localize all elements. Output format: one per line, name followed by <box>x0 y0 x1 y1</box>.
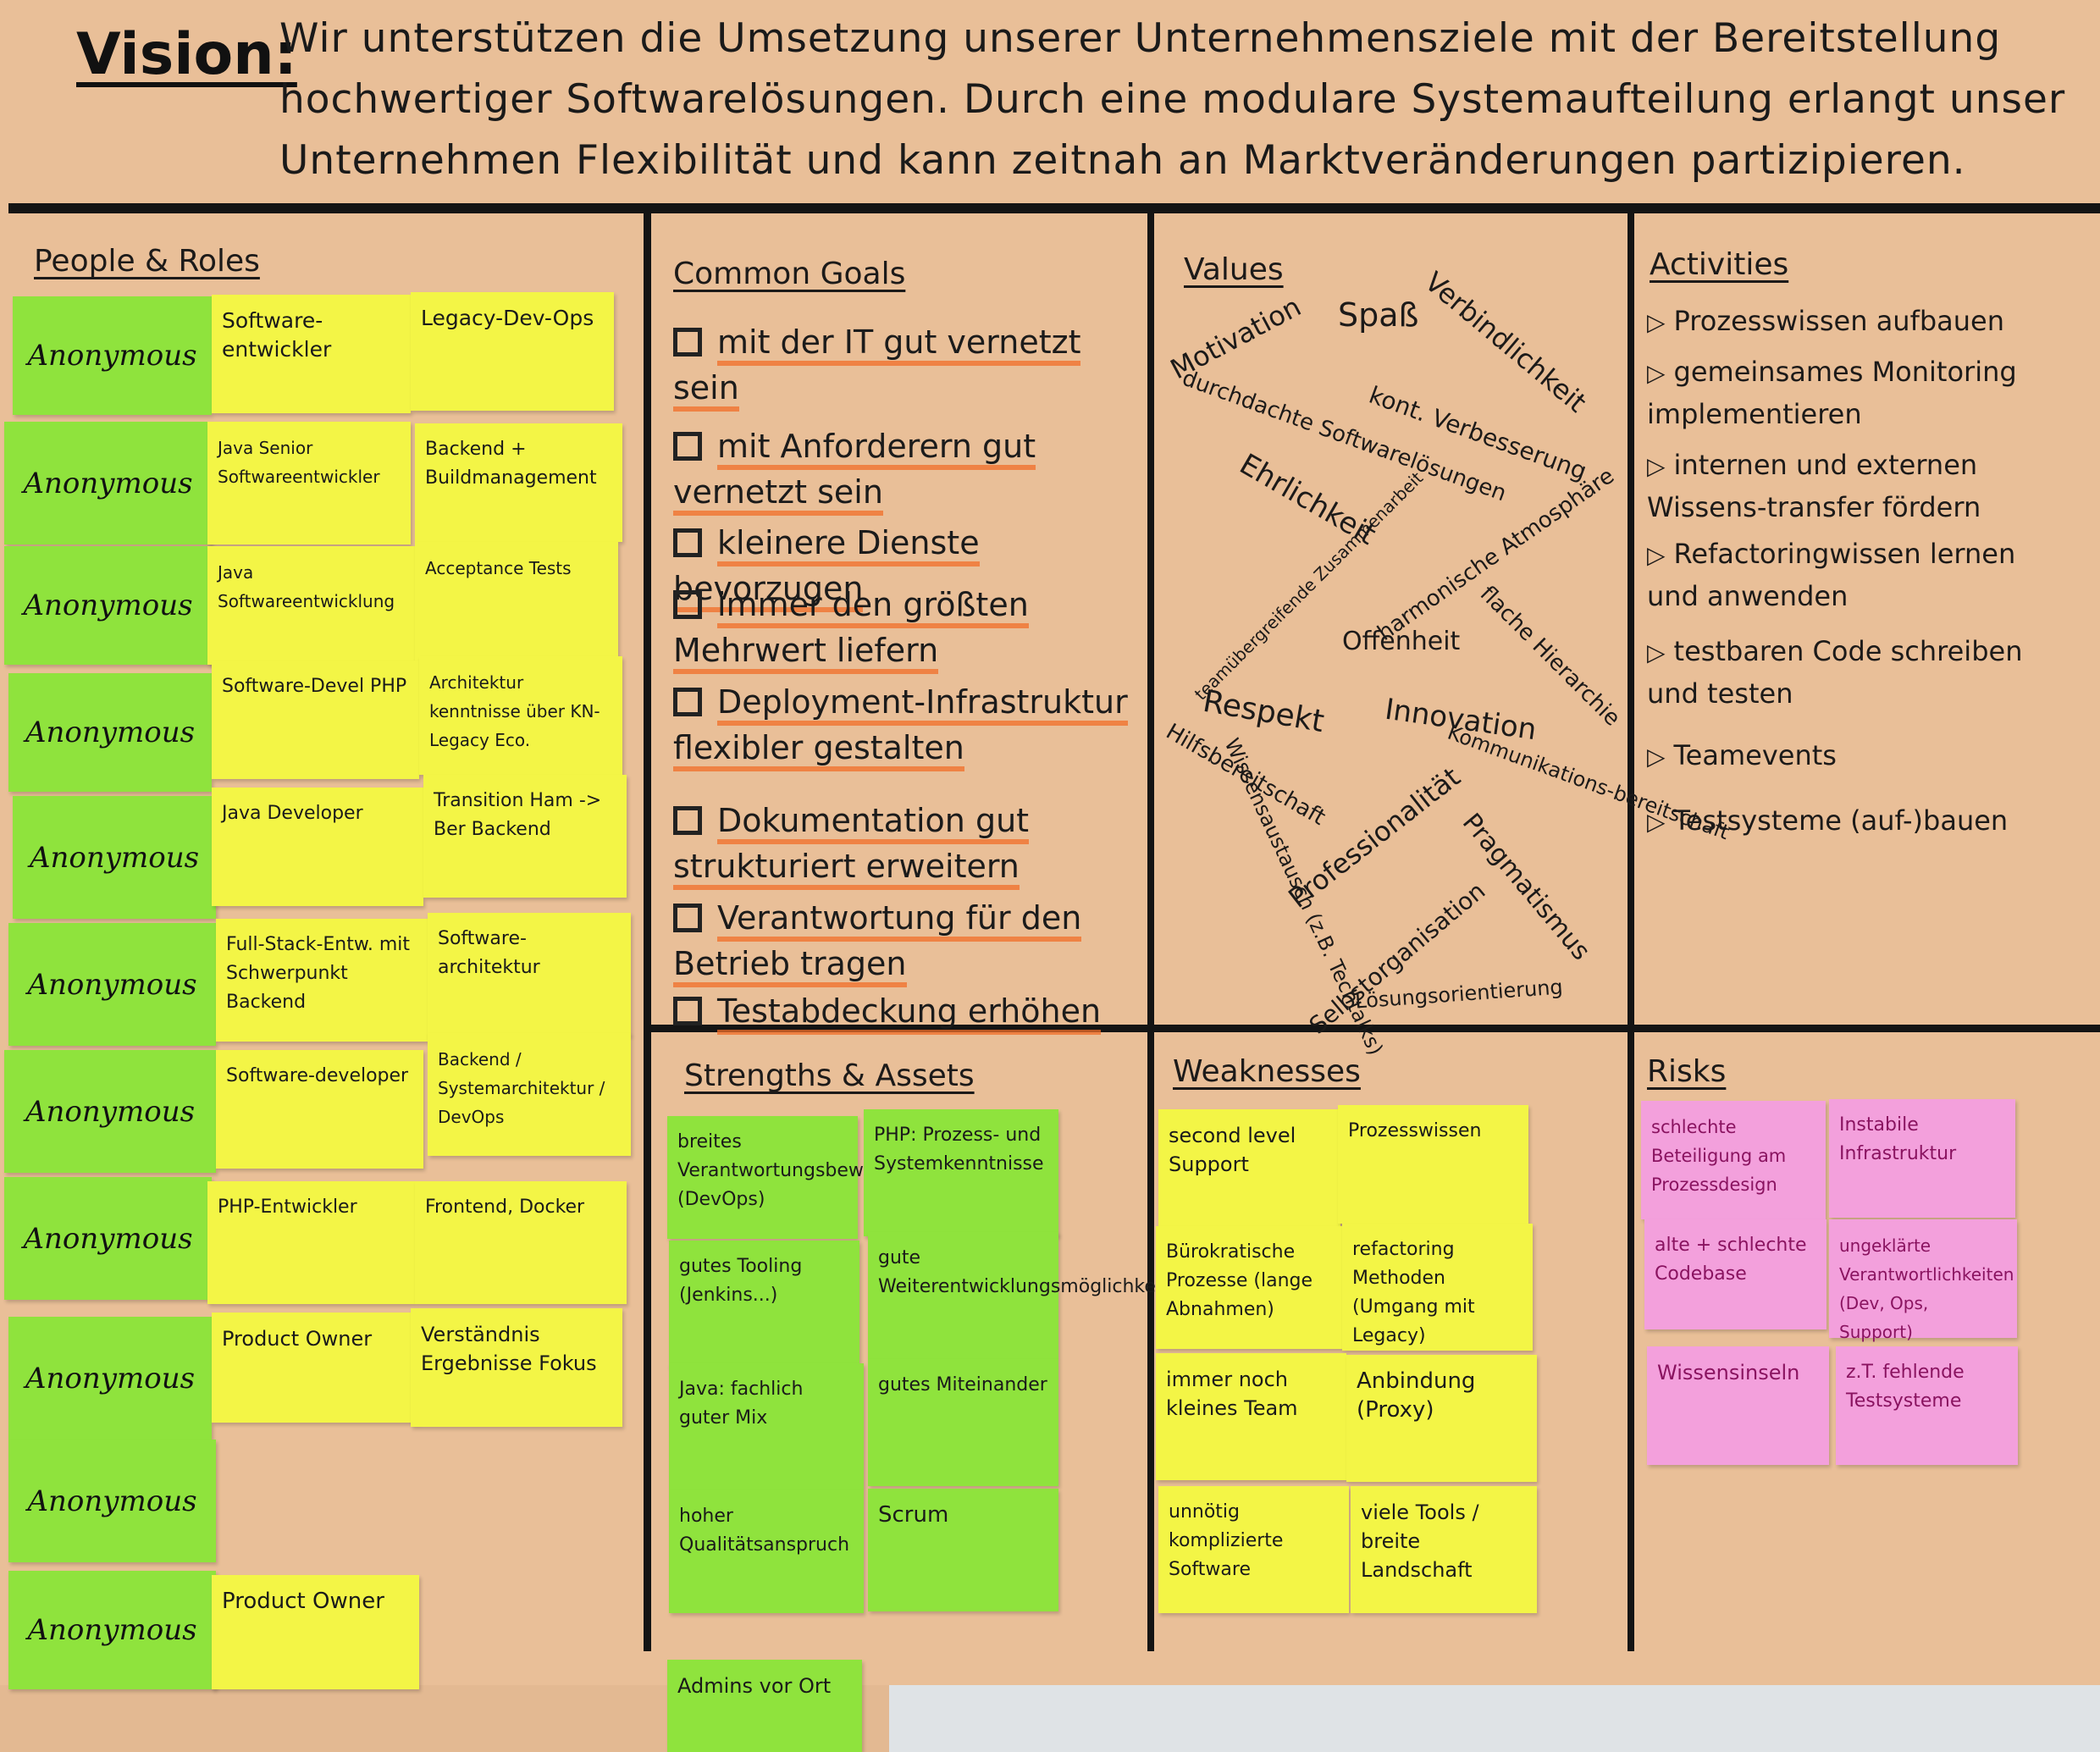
heading-activities: Activities <box>1650 247 1789 282</box>
strength-note: gute Weiterentwicklungsmöglichkeiten <box>868 1232 1191 1359</box>
weakness-note: second level Support <box>1158 1109 1340 1228</box>
vision-text: Wir unterstützen die Umsetzung unserer U… <box>279 15 2066 184</box>
risk-note: z.T. fehlende Testsysteme <box>1836 1346 2018 1465</box>
heading-values: Values <box>1184 252 1284 287</box>
goal-item[interactable]: kleinere Dienste bevorzugen <box>673 518 1147 612</box>
triangle-bullet-icon: ▷ <box>1647 743 1666 771</box>
weakness-note: Anbindung (Proxy) <box>1346 1355 1537 1482</box>
heading-common-goals: Common Goals <box>673 257 906 291</box>
weakness-note: refactoring Methoden (Umgang mit Legacy) <box>1342 1224 1533 1351</box>
role-note: Backend / Systemarchitektur / DevOps <box>428 1033 631 1156</box>
risk-note: schlechte Beteiligung am Prozessdesign <box>1641 1101 1826 1219</box>
checkbox-icon[interactable] <box>673 996 702 1025</box>
role-note: Legacy-Dev-Ops <box>411 292 614 411</box>
activity-item: ▷Prozesswissen aufbauen <box>1647 301 2070 343</box>
triangle-bullet-icon: ▷ <box>1647 808 1666 836</box>
role-note: Product Owner <box>212 1313 419 1423</box>
divider-vertical-3 <box>1628 212 1634 1651</box>
activity-item: ▷internen und externen Wissens-transfer … <box>1647 445 2070 528</box>
checkbox-icon[interactable] <box>673 431 702 461</box>
role-note: Software-developer <box>216 1050 423 1169</box>
divider-vertical-1 <box>644 212 651 1651</box>
role-note: Java Developer <box>212 788 423 906</box>
strength-note: hoher Qualitätsanspruch <box>669 1490 864 1613</box>
triangle-bullet-icon: ▷ <box>1647 638 1666 666</box>
person-name: Anonymous <box>4 1177 212 1300</box>
activity-item: ▷gemeinsames Monitoring implementieren <box>1647 351 2070 434</box>
strength-note: PHP: Prozess- und Systemkenntnisse <box>864 1109 1058 1236</box>
heading-risks: Risks <box>1647 1054 1727 1089</box>
person-name: Anonymous <box>8 673 212 792</box>
role-note: Transition Ham -> Ber Backend <box>423 775 627 898</box>
strength-note: gutes Miteinander <box>868 1359 1058 1486</box>
strength-note: Scrum <box>868 1489 1058 1611</box>
triangle-bullet-icon: ▷ <box>1647 452 1666 480</box>
goal-item[interactable]: mit Anforderern gut vernetzt sein <box>673 422 1147 516</box>
checkbox-icon[interactable] <box>673 805 702 835</box>
risk-note: Wissensinseln <box>1647 1346 1829 1465</box>
role-note: Java Senior Softwareentwickler <box>207 422 411 544</box>
checkbox-icon[interactable] <box>673 903 702 932</box>
risk-note: Instabile Infrastruktur <box>1829 1099 2015 1218</box>
activity-item: ▷Testsysteme (auf-)bauen <box>1647 800 2070 843</box>
risk-note: ungeklärte Verantwortlichkeiten (Dev, Op… <box>1829 1219 2017 1342</box>
value-word: Spaß <box>1338 296 1419 334</box>
triangle-bullet-icon: ▷ <box>1647 308 1666 336</box>
heading-people-roles: People & Roles <box>34 244 260 279</box>
weakness-note: Bürokratische Prozesse (lange Abnahmen) <box>1156 1226 1342 1349</box>
activity-item: ▷testbaren Code schreiben und testen <box>1647 631 2070 714</box>
risk-note: alte + schlechte Codebase <box>1644 1219 1826 1329</box>
role-note: Verständnis Ergebnisse Fokus <box>411 1308 622 1427</box>
goal-item[interactable]: Dokumentation gut strukturiert erweitern <box>673 796 1147 890</box>
person-name: Anonymous <box>8 1317 212 1440</box>
person-name: Anonymous <box>8 1440 216 1562</box>
goal-item[interactable]: Deployment-Infrastruktur flexibler gesta… <box>673 677 1147 771</box>
person-name: Anonymous <box>13 296 212 415</box>
person-name: Anonymous <box>4 1050 216 1173</box>
checkbox-icon[interactable] <box>673 687 702 716</box>
role-note: Java Softwareentwicklung <box>207 546 415 665</box>
vision-label: Vision: <box>76 21 297 88</box>
person-name: Anonymous <box>4 546 212 665</box>
role-note: Architektur kenntnisse über KN-Legacy Ec… <box>419 656 622 775</box>
goal-item[interactable]: immer den größten Mehrwert liefern <box>673 580 1147 674</box>
heading-weaknesses: Weaknesses <box>1173 1054 1361 1089</box>
checkbox-icon[interactable] <box>673 327 702 356</box>
person-name: Anonymous <box>8 923 216 1046</box>
value-word: Offenheit <box>1342 627 1461 656</box>
triangle-bullet-icon: ▷ <box>1647 541 1666 569</box>
role-note: Product Owner <box>212 1575 419 1689</box>
person-name: Anonymous <box>4 422 212 544</box>
weakness-note: immer noch kleines Team <box>1156 1353 1346 1480</box>
activity-item: ▷Refactoringwissen lernen und anwenden <box>1647 533 2070 616</box>
weakness-note: viele Tools / breite Landschaft <box>1351 1486 1537 1613</box>
weakness-note: unnötig komplizierte Software <box>1158 1486 1349 1613</box>
heading-strengths-assets: Strengths & Assets <box>684 1058 975 1093</box>
checkbox-icon[interactable] <box>673 589 702 619</box>
person-name: Anonymous <box>8 1571 216 1689</box>
strength-note: gutes Tooling (Jenkins...) <box>669 1241 859 1368</box>
role-note: Full-Stack-Entw. mit Schwerpunkt Backend <box>216 919 428 1042</box>
goal-item[interactable]: mit der IT gut vernetzt sein <box>673 318 1147 412</box>
role-note: Software-entwickler <box>212 295 411 413</box>
checkbox-icon[interactable] <box>673 528 702 557</box>
strength-note: Java: fachlich guter Mix <box>669 1363 864 1490</box>
triangle-bullet-icon: ▷ <box>1647 359 1666 387</box>
divider-horizontal-middle <box>648 1025 2100 1032</box>
role-note: Acceptance Tests <box>415 542 618 660</box>
weakness-note: Prozesswissen <box>1338 1105 1528 1224</box>
role-note: Software-architektur <box>428 913 631 1036</box>
goal-item[interactable]: Verantwortung für den Betrieb tragen <box>673 893 1147 987</box>
role-note: Software-Devel PHP <box>212 660 419 779</box>
goal-item[interactable]: Testabdeckung erhöhen <box>673 987 1147 1035</box>
role-note: Backend + Buildmanagement <box>415 423 622 542</box>
strength-note: Admins vor Ort <box>667 1660 862 1752</box>
person-name: Anonymous <box>13 796 216 919</box>
strength-note: breites Verantwortungsbewusstsein (DevOp… <box>667 1116 940 1239</box>
role-note: Frontend, Docker <box>415 1181 627 1304</box>
divider-horizontal-top <box>8 203 2100 213</box>
activity-item: ▷Teamevents <box>1647 735 2070 777</box>
role-note: PHP-Entwickler <box>207 1181 415 1304</box>
divider-vertical-2 <box>1147 212 1154 1651</box>
